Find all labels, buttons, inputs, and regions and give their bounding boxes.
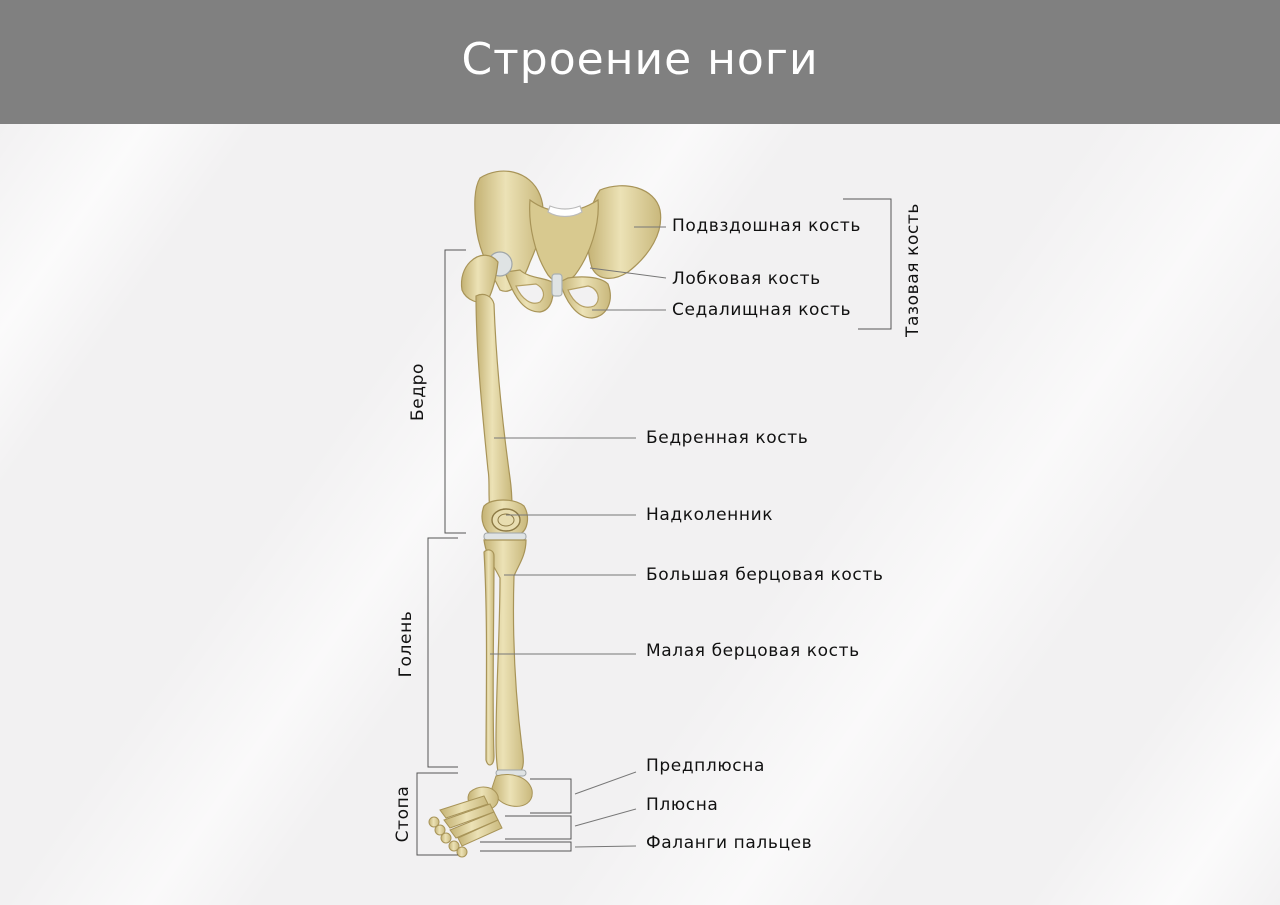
group-label-foot: Стопа: [393, 785, 413, 843]
label-tarsus: Предплюсна: [646, 756, 765, 776]
header-bar: Строение ноги: [0, 0, 1280, 124]
pelvis-bone: [474, 170, 662, 319]
foot-bracket-boxes: [480, 778, 572, 852]
label-phalanges: Фаланги пальцев: [646, 833, 813, 853]
group-label-thigh: Бедро: [408, 362, 428, 422]
label-metatarsus: Плюсна: [646, 795, 719, 815]
knee-cartilage: [483, 532, 527, 541]
label-femur: Бедренная кость: [646, 428, 809, 448]
label-fibula: Малая берцовая кость: [646, 641, 860, 661]
foot-bones: [428, 774, 533, 858]
group-brackets: [416, 198, 892, 856]
leg-skeleton-diagram: [416, 170, 892, 858]
leader-lines: [490, 226, 667, 848]
label-patella: Надколенник: [646, 505, 774, 525]
patella-bone: [491, 508, 521, 532]
group-label-shin: Голень: [396, 610, 416, 678]
label-pubis: Лобковая кость: [672, 269, 821, 289]
label-ischium: Седалищная кость: [672, 300, 852, 320]
page-title: Строение ноги: [461, 33, 819, 85]
label-ilium: Подвздошная кость: [672, 216, 862, 236]
diagram-canvas: Подвздошная кость Лобковая кость Седалищ…: [0, 124, 1280, 905]
group-label-pelvis: Тазовая кость: [903, 202, 923, 338]
label-tibia: Большая берцовая кость: [646, 565, 884, 585]
